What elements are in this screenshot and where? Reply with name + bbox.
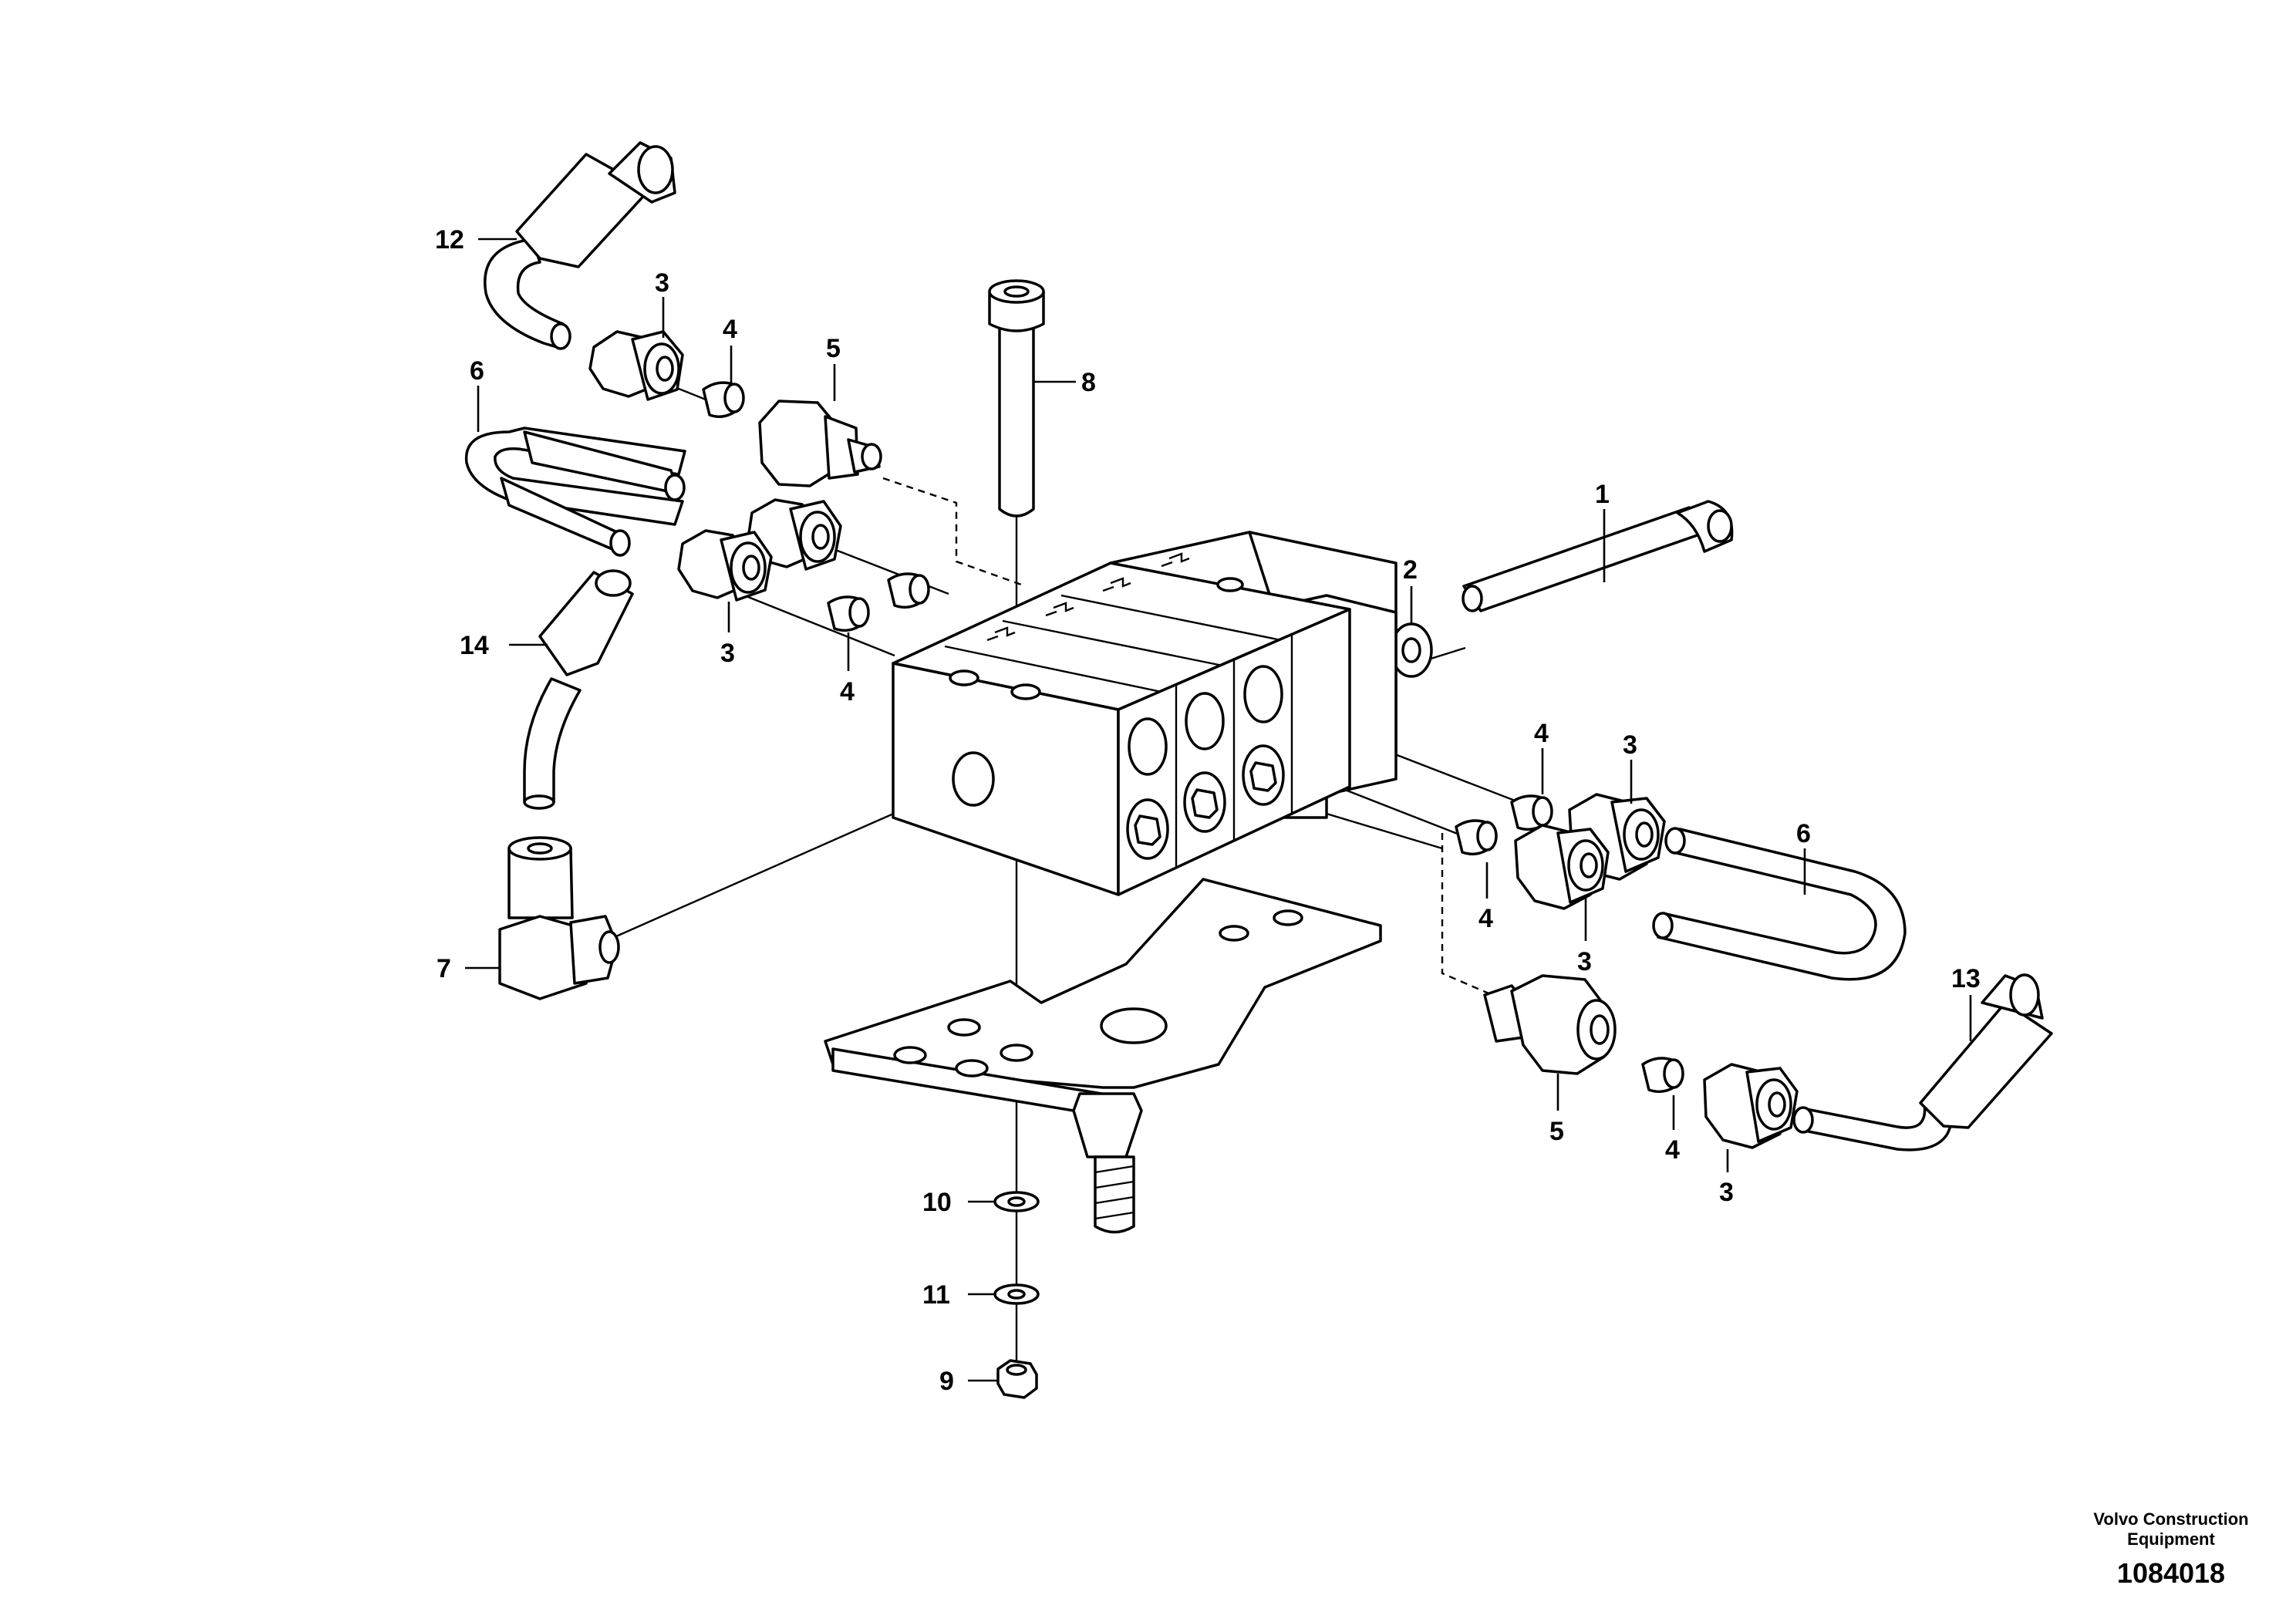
callout-2: 2 bbox=[1403, 555, 1418, 585]
pipe-6-left bbox=[464, 427, 686, 557]
washer-11 bbox=[993, 1283, 1040, 1305]
leader-lines bbox=[465, 238, 1972, 1382]
company-name-line1: Volvo Construction bbox=[2093, 1509, 2248, 1529]
drawing-number: 1084018 bbox=[2117, 1557, 2225, 1589]
callout-7: 7 bbox=[437, 954, 451, 983]
callout-4-right-lower: 4 bbox=[1478, 904, 1493, 933]
bolt-8 bbox=[988, 279, 1045, 518]
fitting-5-right bbox=[1483, 974, 1617, 1075]
nut-9 bbox=[996, 1359, 1038, 1399]
callout-11: 11 bbox=[922, 1280, 950, 1310]
callout-4-right-bottom: 4 bbox=[1665, 1135, 1680, 1165]
fitting-5-top bbox=[758, 400, 882, 487]
callout-10: 10 bbox=[922, 1188, 952, 1217]
company-name-line2: Equipment bbox=[2127, 1529, 2215, 1549]
sleeve-4-top bbox=[702, 381, 745, 418]
pipe-13 bbox=[1792, 973, 2053, 1152]
callout-3-top-left: 3 bbox=[655, 268, 669, 298]
callout-4-right-upper: 4 bbox=[1534, 719, 1549, 748]
pipe-14 bbox=[523, 569, 634, 810]
callout-3-right-bottom: 3 bbox=[1719, 1178, 1734, 1207]
sleeve-4-right-upper bbox=[1510, 794, 1553, 831]
callout-6-left: 6 bbox=[470, 356, 484, 386]
callout-8: 8 bbox=[1081, 368, 1096, 397]
fitting-3-right-lower bbox=[1514, 824, 1610, 910]
pipe-12 bbox=[484, 141, 676, 350]
callout-9: 9 bbox=[939, 1367, 954, 1396]
elbow-7 bbox=[498, 836, 620, 1000]
callout-12: 12 bbox=[435, 225, 464, 255]
callout-3-right-upper: 3 bbox=[1623, 730, 1637, 760]
callout-13: 13 bbox=[1951, 964, 1981, 993]
fitting-3-left-upper bbox=[747, 498, 842, 571]
sleeve-4-left-upper bbox=[887, 572, 930, 609]
callout-4-left: 4 bbox=[840, 677, 855, 706]
callout-3-right-lower: 3 bbox=[1577, 947, 1592, 976]
sleeve-4-left-lower bbox=[827, 595, 870, 632]
callout-6-right: 6 bbox=[1796, 819, 1811, 848]
fitting-3-right-bottom bbox=[1703, 1063, 1799, 1149]
washer-2 bbox=[1390, 622, 1433, 678]
callout-4-top: 4 bbox=[723, 315, 737, 344]
pipe-6-right bbox=[1652, 827, 1907, 981]
callout-3-left: 3 bbox=[720, 639, 735, 668]
callout-14: 14 bbox=[460, 631, 489, 660]
fitting-3-top-left bbox=[588, 330, 684, 401]
fitting-3-left-lower bbox=[677, 529, 773, 602]
footer: Volvo Construction Equipment 1084018 bbox=[2093, 1509, 2248, 1589]
callout-1: 1 bbox=[1595, 480, 1610, 509]
callouts: 1 2 3 4 5 6 8 3 4 14 7 12 4 3 6 4 3 13 5… bbox=[435, 225, 1981, 1396]
washer-10 bbox=[993, 1191, 1040, 1212]
callout-5-right: 5 bbox=[1549, 1117, 1564, 1146]
bolt-1 bbox=[1462, 500, 1734, 612]
callout-5-top: 5 bbox=[826, 334, 841, 363]
sleeve-4-right-bottom bbox=[1641, 1057, 1684, 1094]
sleeve-4-right-lower bbox=[1455, 819, 1498, 856]
mounting-bracket bbox=[824, 878, 1382, 1234]
distribution-block bbox=[892, 531, 1397, 896]
